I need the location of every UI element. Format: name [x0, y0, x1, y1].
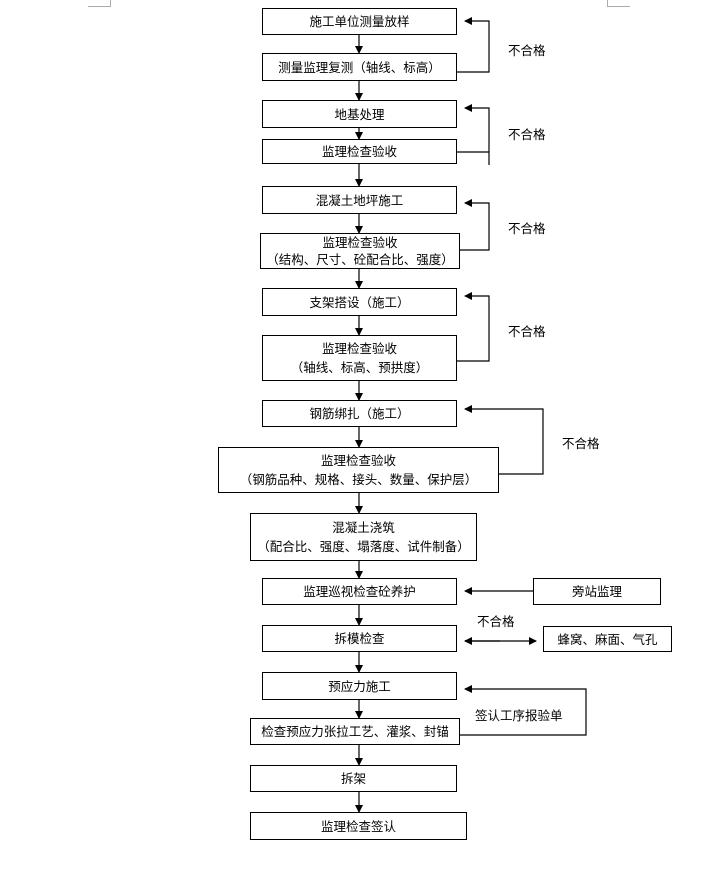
step-inspection-acceptance-1: 监理检查验收: [262, 139, 457, 164]
fail-label-6: 不合格: [477, 614, 515, 629]
step-curing-patrol: 监理巡视检查砼养护: [262, 578, 457, 605]
page-corner-mark-left: [88, 0, 111, 7]
step-survey-recheck: 测量监理复测（轴线、标高）: [262, 53, 457, 81]
fail-label-5: 不合格: [562, 436, 600, 451]
fail-label-4: 不合格: [508, 324, 546, 339]
step-inspection-acceptance-4: 监理检查验收（钢筋品种、规格、接头、数量、保护层）: [218, 447, 499, 493]
step-rebar-binding: 钢筋绑扎（施工）: [262, 400, 457, 427]
step-concrete-pouring: 混凝土浇筑（配合比、强度、塌落度、试件制备）: [250, 513, 477, 561]
side-station-monitoring: 旁站监理: [533, 578, 661, 605]
side-surface-defects: 蜂窝、麻面、气孔: [543, 626, 672, 652]
page-corner-mark-right: [607, 0, 630, 7]
fail-label-2: 不合格: [508, 127, 546, 142]
step-construction-survey: 施工单位测量放样: [262, 8, 457, 35]
step-foundation-treatment: 地基处理: [262, 100, 457, 128]
step-concrete-floor: 混凝土地坪施工: [262, 186, 457, 214]
step-inspection-acceptance-3: 监理检查验收（轴线、标高、预拱度）: [262, 335, 457, 381]
confirm-label: 签认工序报验单: [475, 708, 563, 723]
step-final-signoff: 监理检查签认: [250, 812, 467, 840]
step-prestress-construction: 预应力施工: [262, 672, 457, 700]
step-inspection-acceptance-2: 监理检查验收（结构、尺寸、砼配合比、强度）: [260, 233, 460, 269]
fail-label-3: 不合格: [508, 221, 546, 236]
fail-label-1: 不合格: [508, 43, 546, 58]
step-scaffold-removal: 拆架: [250, 765, 457, 792]
step-formwork-removal-check: 拆模检查: [262, 625, 457, 652]
step-scaffold-erection: 支架搭设（施工）: [262, 288, 457, 316]
step-prestress-inspection: 检查预应力张拉工艺、灌浆、封锚: [250, 718, 460, 745]
